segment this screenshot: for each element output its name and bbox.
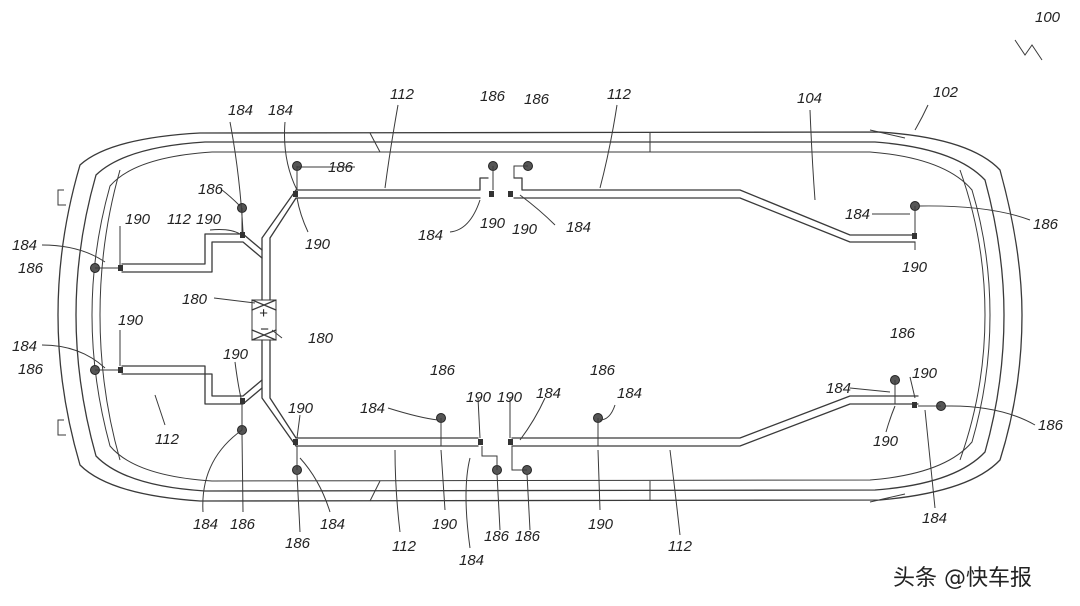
label-186-lower-right-top: 186 [890,325,916,342]
label-112-bottom-right: 112 [668,538,693,555]
label-190-lower-right-b: 190 [873,433,899,450]
label-112-left: 112 [167,211,192,228]
label-190-top-a: 190 [305,236,331,253]
connectors [118,191,917,445]
label-190-lower-mid-b: 190 [497,389,523,406]
label-190-bottom-a: 190 [432,516,458,533]
label-184-bottom-right: 184 [922,510,947,527]
label-186-lower-mid-b: 186 [590,362,616,379]
harness-branches-left [121,233,263,405]
label-184-top-a: 184 [228,102,253,119]
label-184-upper-mid-b: 184 [566,219,591,236]
reference-labels: 100 102 104 112 112 112 112 112 112 184 … [12,9,1064,569]
label-190-lower-right-a: 190 [912,365,938,382]
leader-lines [41,39,1043,549]
label-186-left-top: 186 [198,181,224,198]
label-190-top-b: 190 [480,215,506,232]
label-180-b: 180 [308,330,334,347]
label-184-left-a: 184 [12,237,37,254]
label-186-top-c: 186 [524,91,550,108]
label-186-left-a: 186 [18,260,44,277]
label-190-lower-left: 190 [288,400,314,417]
label-186-lower-mid-a: 186 [430,362,456,379]
label-190-left-d: 190 [223,346,249,363]
label-186-top-a: 186 [328,159,354,176]
label-190-upper-right: 190 [902,259,928,276]
label-112-top-right: 112 [607,86,632,103]
label-fig-100: 100 [1035,9,1061,26]
label-112-top-left: 112 [390,86,415,103]
label-186-left-b: 186 [18,361,44,378]
label-184-bottom-b: 184 [320,516,345,533]
battery-plus-sign: + [259,305,268,322]
label-104: 104 [797,90,822,107]
label-184-lower-mid-b: 184 [536,385,561,402]
harness-trunk-lower [261,339,919,447]
label-180-a: 180 [182,291,208,308]
label-184-lower-mid-a: 184 [360,400,385,417]
label-190-top-c: 190 [512,221,538,238]
harness-trunk-upper [261,177,916,301]
label-184-top-b: 184 [268,102,293,119]
label-186-bottom-c: 186 [484,528,510,545]
label-102: 102 [933,84,959,101]
label-184-lower-mid-c: 184 [617,385,642,402]
node-stems [95,165,941,471]
label-112-lower-left: 112 [155,431,180,448]
label-186-bottom-d: 186 [515,528,541,545]
label-190-left-b: 190 [196,211,222,228]
label-184-upper-mid-a: 184 [418,227,443,244]
label-186-bottom-b: 186 [285,535,311,552]
label-184-bottom-a: 184 [193,516,218,533]
label-190-left-a: 190 [125,211,151,228]
label-186-bottom-a: 186 [230,516,256,533]
label-184-lower-right: 184 [826,380,851,397]
label-184-left-b: 184 [12,338,37,355]
label-112-bottom-mid: 112 [392,538,417,555]
label-186-upper-right: 186 [1033,216,1059,233]
label-184-upper-right: 184 [845,206,870,223]
label-190-lower-mid-a: 190 [466,389,492,406]
battery-module: + − [251,299,277,341]
watermark-text: 头条 @快车报 [893,566,1032,591]
label-190-left-c: 190 [118,312,144,329]
label-186-lower-right: 186 [1038,417,1064,434]
label-190-bottom-b: 190 [588,516,614,533]
label-184-bottom-c: 184 [459,552,484,569]
nodes [90,161,946,475]
label-186-top-b: 186 [480,88,506,105]
battery-minus-sign: − [260,321,269,338]
